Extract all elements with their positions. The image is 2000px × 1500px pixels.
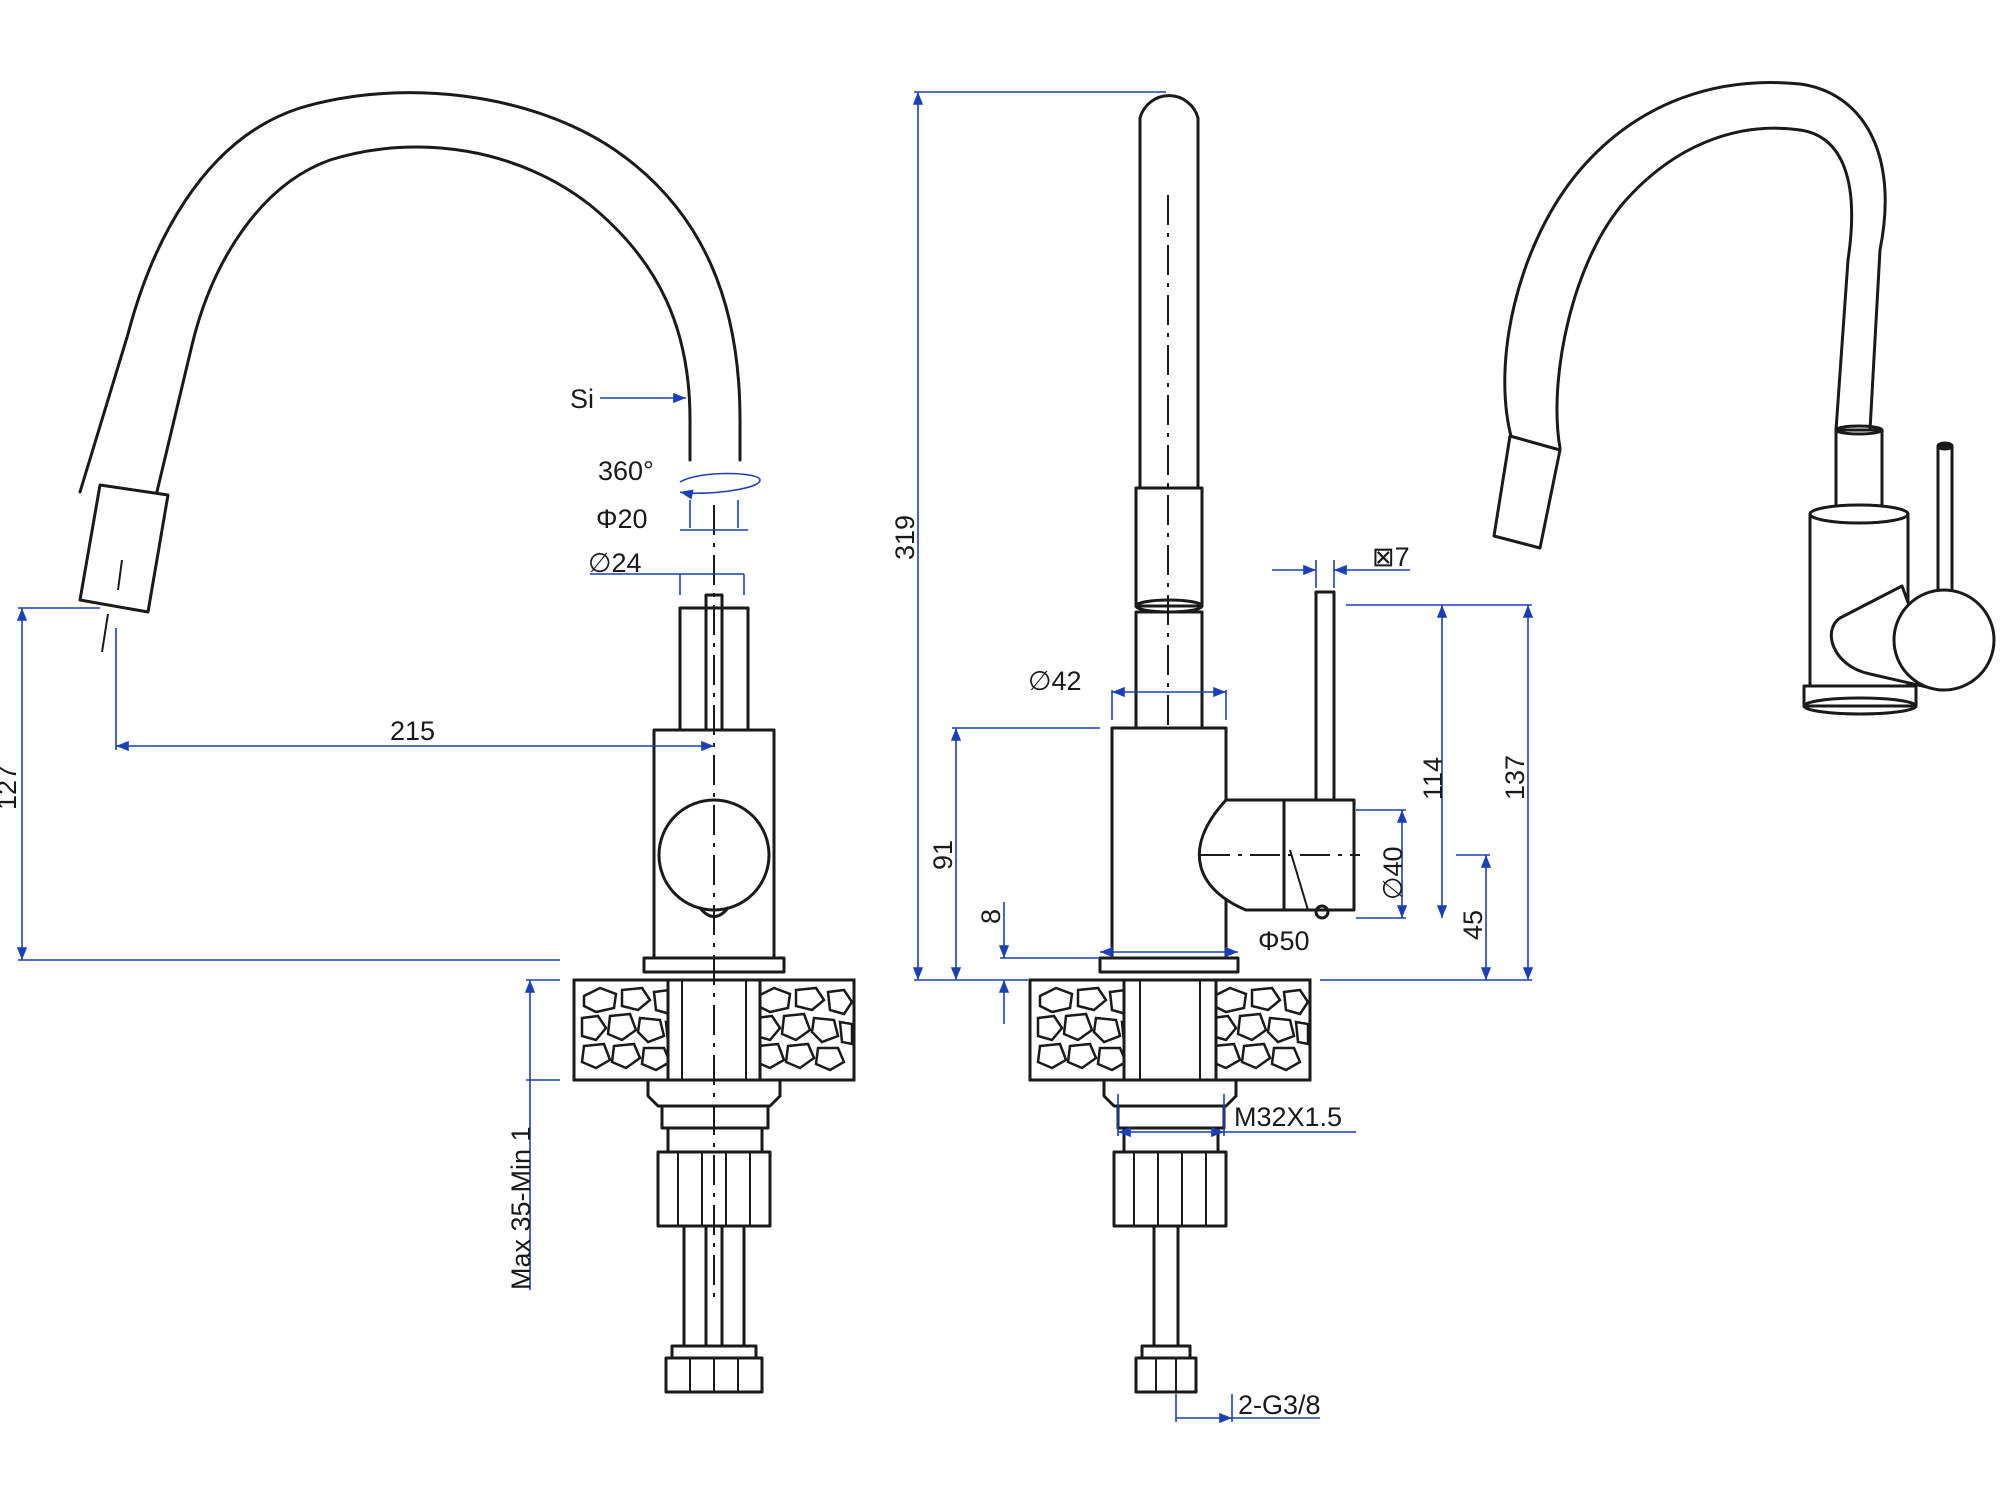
label-reach: 215 (390, 716, 435, 746)
label-handle-diameter: ∅40 (1378, 846, 1408, 900)
side-mounting-nut (1102, 1078, 1238, 1108)
side-locking-fixture (1112, 1150, 1228, 1228)
perspective-spray-head (1492, 434, 1562, 550)
supply-hose-left (682, 1224, 708, 1348)
label-pipe-outer: ∅24 (588, 548, 642, 578)
side-upper-pipe (1134, 486, 1204, 608)
side-hose-nut (1134, 1356, 1198, 1394)
label-mount-thickness: Max 35-Min 1 (506, 1126, 536, 1290)
label-swivel: 360° (598, 456, 654, 486)
side-spout (1138, 94, 1200, 490)
label-body-diameter: ∅42 (1028, 666, 1082, 696)
front-view: Si 360° Φ20 ∅24 215 127 Max 35-Min 1 (0, 91, 856, 1394)
label-lever-137: 137 (1500, 755, 1530, 800)
perspective-base (1802, 684, 1918, 708)
spout-hose-inner (153, 145, 692, 502)
label-pipe-inner: Φ20 (596, 504, 648, 534)
perspective-spout-outer (1503, 81, 1887, 442)
label-lever-114: 114 (1418, 757, 1448, 800)
label-lever-45: 45 (1458, 910, 1488, 940)
perspective-view (1492, 81, 1996, 716)
label-total-height: 319 (890, 515, 920, 560)
spout-hose-outer (78, 91, 742, 494)
label-base-ring: 8 (976, 909, 1006, 924)
perspective-lever (1936, 444, 1954, 608)
perspective-pipe (1834, 428, 1884, 516)
spray-head (78, 483, 170, 614)
perspective-handle-cap (1892, 588, 1996, 692)
label-handle-height-low: 91 (928, 840, 958, 870)
label-handle-pin: ⊠7 (1372, 542, 1410, 572)
side-base-ring (1098, 956, 1240, 974)
label-thread: M32X1.5 (1234, 1102, 1342, 1132)
label-base-diameter: Φ50 (1258, 926, 1310, 956)
side-shank (1122, 978, 1218, 1082)
label-hose-connection: 2-G3/8 (1238, 1390, 1321, 1420)
supply-hose-right (720, 1224, 746, 1348)
side-view: 319 ⊠7 ∅42 91 8 Φ50 ∅40 114 137 45 (890, 91, 1534, 1424)
side-lever (1314, 590, 1336, 806)
label-material: Si (570, 384, 594, 414)
label-spout-clearance: 127 (0, 765, 22, 810)
perspective-spout-inner (1555, 126, 1854, 450)
side-handle-cone (1197, 798, 1288, 912)
side-supply-hose (1152, 1224, 1180, 1348)
